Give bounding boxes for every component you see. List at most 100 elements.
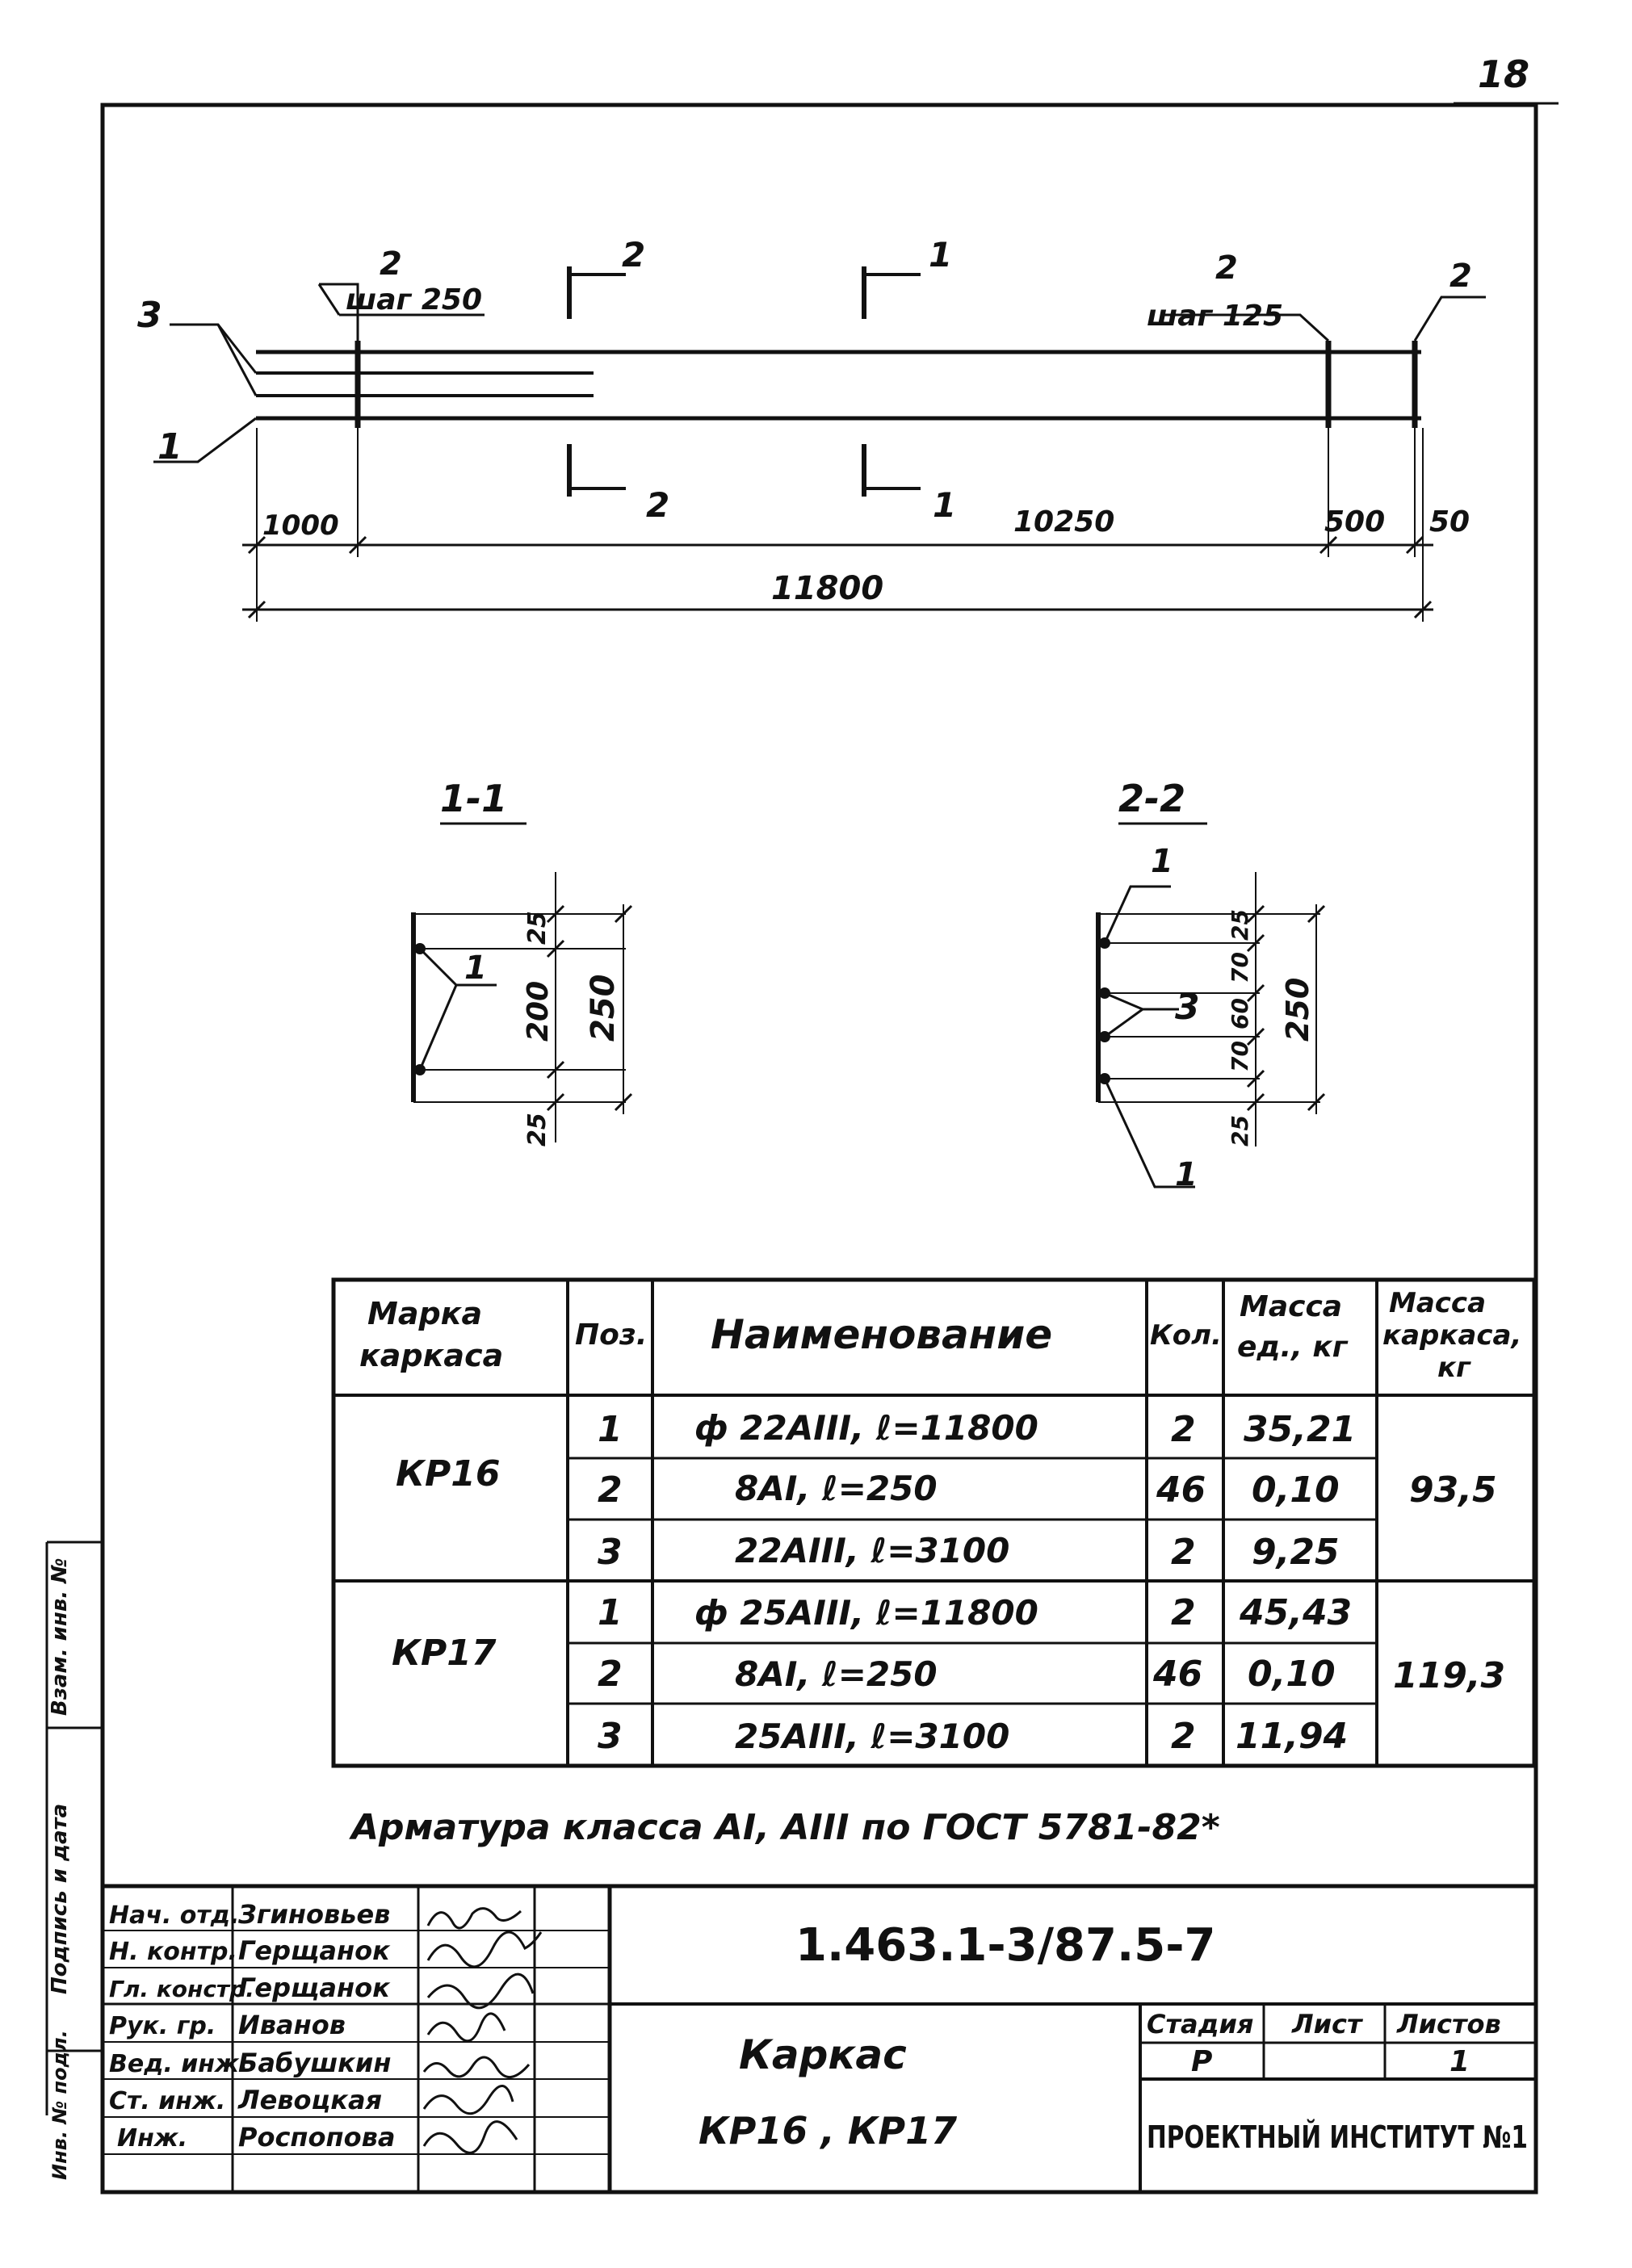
drawing-title-line-2: КР16 , КР17 [699,2109,957,2153]
signer-name-3: Герщанок [238,1972,391,2003]
group-1-frame-mass: 93,5 [1409,1469,1497,1511]
drawing-title-line-1: Каркас [739,2031,907,2078]
callout-pos-2-left: 2 [380,245,402,283]
signer-role-5: Вед. инж. [109,2050,248,2078]
callout-pos-1: 1 [157,426,182,467]
signer-name-4: Иванов [238,2010,346,2040]
section-2-2-pos-mid: 3 [1175,987,1200,1028]
header-pos: Поз. [575,1318,647,1352]
group-1-mark: КР16 [396,1453,500,1495]
frame-elevation [153,266,1486,622]
g1-r2-qty: 46 [1156,1469,1206,1511]
g1-r2-mass: 0,10 [1252,1469,1340,1511]
stage-label: Стадия [1147,2009,1253,2040]
section-mark-1-top: 1 [929,235,952,275]
sheets-value: 1 [1450,2045,1470,2078]
section-1-1-dim-total: 250 [585,975,622,1042]
callout-pos-2-end: 2 [1450,258,1472,295]
g2-r3-mass: 11,94 [1236,1716,1348,1757]
signer-role-3: Гл. констр. [109,1976,254,2002]
dim-11800: 11800 [771,570,883,607]
g1-r1-name: ф 22АIII, ℓ=11800 [694,1408,1038,1448]
section-mark-1-bottom: 1 [933,485,956,525]
title-block-text: 1.463.1-3/87.5-7 Каркас КР16 , КР17 Стад… [109,1899,1528,2155]
section-1-1-title: 1-1 [440,777,507,820]
group-2-frame-mass: 119,3 [1393,1655,1505,1696]
dim-500: 500 [1324,505,1385,539]
stage-value: Р [1191,2045,1212,2078]
section-2-2-dim-4: 70 [1227,1041,1253,1072]
side-label-original: Инв. № подл. [48,2030,71,2180]
side-label-signature-date: Подпись и дата [48,1804,72,1994]
g2-r1-pos: 1 [598,1592,623,1633]
section-1-1: 1-1 1 25 200 25 250 [411,777,633,1147]
g1-r3-mass: 9,25 [1252,1532,1340,1573]
g2-r2-qty: 46 [1152,1654,1202,1695]
section-1-1-dim-bottom: 25 [523,1113,552,1147]
side-stamp [45,1541,103,2115]
dim-1000: 1000 [262,509,339,542]
section-2-2-pos-top: 1 [1151,843,1173,880]
signer-role-4: Рук. гр. [109,2012,216,2040]
signer-name-6: Левоцкая [237,2085,382,2115]
document-code: 1.463.1-3/87.5-7 [795,1919,1215,1972]
organization-name: ПРОЕКТНЫЙ ИНСТИТУТ №1 [1147,2119,1528,2155]
callout-step-250: шаг 250 [346,283,482,317]
signer-role-6: Ст. инж. [109,2087,225,2115]
g1-r3-name: 22АIII, ℓ=3100 [735,1531,1009,1570]
section-1-1-dim-middle: 200 [522,981,555,1042]
g2-r1-qty: 2 [1171,1592,1196,1633]
g2-r1-name: ф 25АIII, ℓ=11800 [694,1593,1038,1633]
g2-r2-pos: 2 [598,1654,623,1695]
sheet-label: Лист [1291,2009,1364,2040]
g2-r3-qty: 2 [1171,1716,1196,1757]
section-2-2: 2-2 1 3 [1096,777,1326,1193]
dim-50: 50 [1429,505,1470,539]
drawing-frame [100,103,1538,2195]
section-2-2-title: 2-2 [1118,777,1185,820]
signer-name-2: Герщанок [238,1935,391,1966]
signatures [422,1907,543,2154]
g2-r2-mass: 0,10 [1248,1654,1336,1695]
g1-r3-qty: 2 [1171,1532,1196,1573]
g2-r1-mass: 45,43 [1239,1592,1352,1633]
section-2-2-dim-2: 70 [1227,952,1253,983]
sheets-label: Листов [1396,2009,1501,2040]
g1-r3-pos: 3 [598,1532,623,1573]
header-qty: Кол. [1150,1319,1222,1352]
g1-r1-mass: 35,21 [1244,1409,1356,1450]
header-name: Наименование [711,1311,1052,1358]
signer-name-7: Роспопова [238,2122,395,2153]
g1-r2-pos: 2 [598,1469,623,1511]
callout-pos-2-right: 2 [1215,249,1238,287]
section-2-2-pos-bottom: 1 [1175,1156,1198,1193]
reinforcement-note: Арматура класса АI, АIII по ГОСТ 5781-82… [349,1807,1220,1848]
signer-name-1: Згиновьев [237,1899,390,1930]
g2-r3-pos: 3 [598,1716,623,1757]
section-2-2-dim-1: 25 [1227,909,1253,941]
section-1-1-pos-label: 1 [464,950,487,987]
callout-pos-3: 3 [137,295,162,336]
signer-role-2: Н. контр. [109,1938,237,1966]
side-label-replacement: Взам. инв. № [48,1558,72,1717]
section-1-1-dim-top: 25 [523,911,552,945]
section-2-2-dim-5: 25 [1227,1115,1253,1147]
section-2-2-dim-3: 60 [1227,998,1253,1029]
g2-r3-name: 25АIII, ℓ=3100 [735,1717,1009,1756]
signer-role-7: Инж. [117,2124,187,2153]
g1-r2-name: 8АI, ℓ=250 [735,1469,938,1508]
g1-r1-pos: 1 [598,1409,623,1450]
callout-step-125: шаг 125 [1147,300,1283,333]
title-block [103,1884,1534,2192]
g1-r1-qty: 2 [1171,1409,1196,1450]
page-number: 18 [1478,52,1529,96]
spec-table [331,1277,1537,1768]
g2-r2-name: 8АI, ℓ=250 [735,1654,938,1694]
group-2-mark: КР17 [392,1633,497,1674]
signer-role-1: Нач. отд. [109,1901,239,1930]
elevation-labels: 2 шаг 250 2 шаг 125 2 3 1 2 2 1 1 1000 1… [137,235,1472,607]
